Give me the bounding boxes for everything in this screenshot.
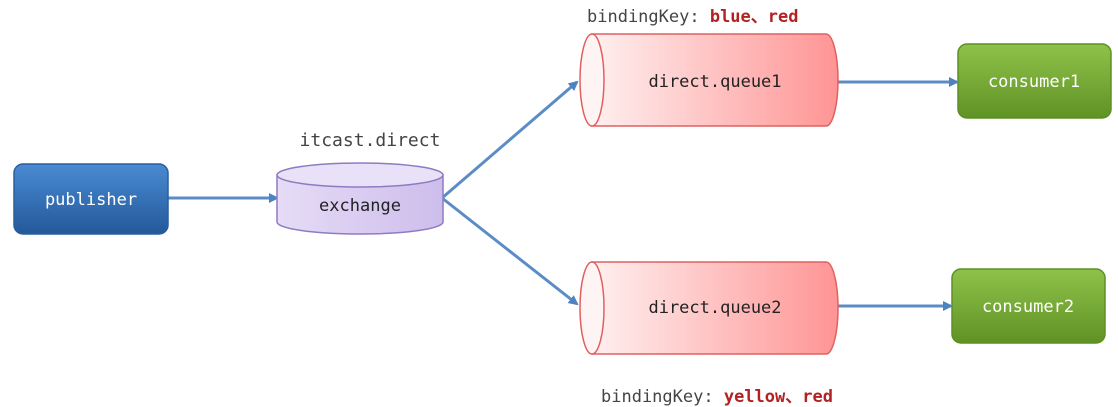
- consumer2-node: consumer2: [951, 268, 1106, 344]
- queue2-node: direct.queue2: [579, 261, 839, 355]
- connectors: [168, 77, 959, 311]
- publisher-label: publisher: [45, 190, 137, 210]
- consumer2-label: consumer2: [982, 297, 1074, 317]
- queue1-binding-key: bindingKey: blue、red: [587, 7, 798, 27]
- queue2-binding-key: bindingKey: yellow、red: [601, 387, 833, 407]
- exchange-name: itcast.direct: [300, 130, 441, 151]
- consumer1-label: consumer1: [988, 72, 1080, 92]
- publisher-node: publisher: [13, 163, 169, 235]
- exchange-node: exchange: [276, 162, 444, 235]
- arrow-exchange-to-queue2: [441, 196, 579, 306]
- consumer1-node: consumer1: [957, 43, 1112, 119]
- exchange-label: exchange: [319, 196, 401, 216]
- queue1-node: direct.queue1: [579, 33, 839, 127]
- arrow-exchange-to-queue1: [441, 80, 579, 200]
- queue2-label: direct.queue2: [648, 298, 781, 318]
- queue1-label: direct.queue1: [648, 72, 781, 92]
